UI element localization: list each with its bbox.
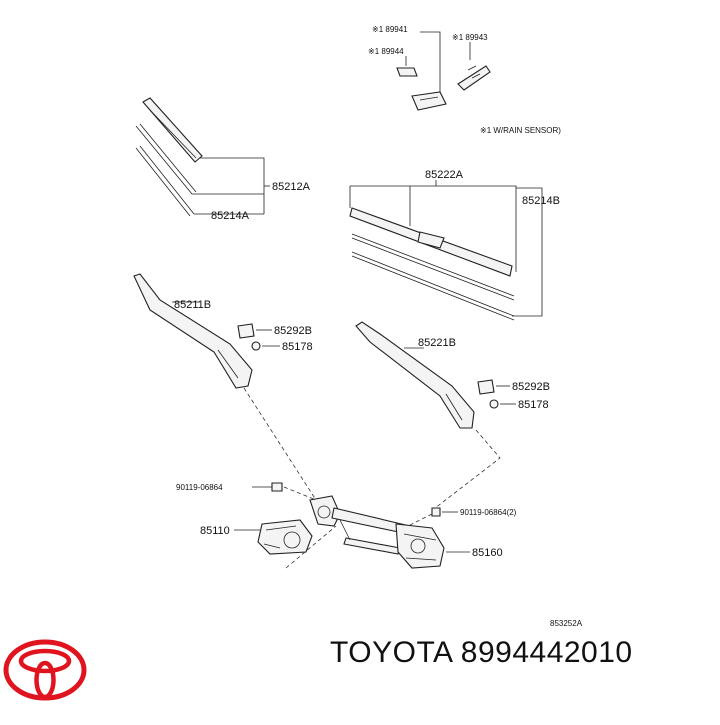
- label-89941: ※1 89941: [372, 25, 408, 34]
- brand-name: TOYOTA: [330, 636, 452, 669]
- label-85212A: 85212A: [272, 181, 311, 193]
- label-85292B-left: 85292B: [274, 325, 312, 337]
- left-wiper-arm-part: [133, 273, 253, 389]
- label-85214A: 85214A: [211, 210, 250, 222]
- label-85211B: 85211B: [174, 299, 211, 311]
- right-arm-nut-part: [489, 399, 499, 409]
- sensor-connector-part: [457, 65, 491, 91]
- label-90119-left: 90119-06864: [176, 483, 223, 492]
- bracket-85222A: [349, 180, 517, 272]
- left-arm-cap-part: [237, 323, 255, 339]
- rain-sensor-part: [411, 91, 447, 111]
- bracket-85212A: [192, 157, 265, 215]
- drawing-number: 853252A: [550, 619, 583, 628]
- label-90119-right: 90119-06864(2): [460, 508, 517, 517]
- leader-89941: [420, 31, 441, 92]
- rain-sensor-note: ※1 W/RAIN SENSOR): [480, 126, 561, 135]
- toyota-logo-icon: [3, 639, 87, 701]
- label-89943: ※1 89943: [452, 33, 488, 42]
- label-85214B: 85214B: [522, 195, 560, 207]
- label-85160: 85160: [472, 547, 503, 559]
- left-blade-rubber-part: [135, 123, 197, 195]
- left-arm-nut-part: [251, 341, 261, 351]
- label-85178-left: 85178: [282, 341, 313, 353]
- label-85110: 85110: [200, 525, 230, 537]
- left-blade-group: 85212A 85214A: [135, 97, 311, 222]
- label-85292B-right: 85292B: [512, 381, 550, 393]
- label-85178-right: 85178: [518, 399, 549, 411]
- linkage-rod-lower-part: [343, 537, 401, 555]
- linkage-motor-group: 90119-06864 90119-06864(2) 85160 85110 8…: [176, 482, 583, 628]
- rain-sensor-group: ※1 89941 ※1 89944 ※1 89943 ※1 W/RAIN SEN…: [368, 25, 561, 135]
- part-number: 8994442010: [460, 636, 633, 669]
- left-arm-group: 85211B 85292B 85178: [133, 273, 317, 501]
- right-pivot-part: [395, 523, 445, 569]
- right-blade-group: 85222A 85214B: [349, 169, 560, 321]
- right-arm-pivot-guide: [429, 429, 501, 513]
- right-blade-rubber-part: [351, 233, 515, 301]
- right-bolt-part: [431, 507, 441, 517]
- right-blade-adapter-part: [417, 231, 445, 249]
- right-wiper-arm-part: [355, 321, 475, 429]
- right-arm-group: 85221B 85292B 85178: [355, 321, 550, 513]
- brand-line: TOYOTA 8994442010: [330, 636, 633, 670]
- label-89944: ※1 89944: [368, 47, 404, 56]
- label-85222A: 85222A: [425, 169, 464, 181]
- left-bolt-part: [271, 482, 283, 492]
- left-wiper-blade-part: [142, 97, 203, 163]
- right-arm-cap-part: [477, 379, 495, 395]
- sensor-pad-part: [396, 67, 418, 77]
- bracket-85214B: [512, 187, 543, 317]
- label-85221B: 85221B: [418, 337, 456, 349]
- left-arm-pivot-guide: [243, 387, 317, 501]
